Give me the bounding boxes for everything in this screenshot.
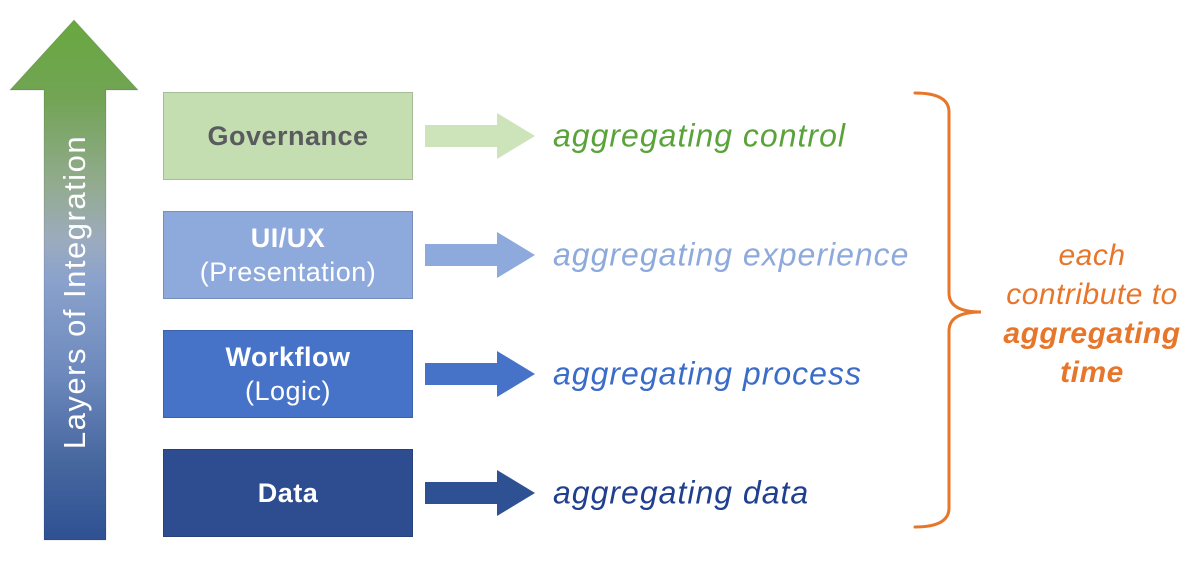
layer-row-governance: Governance aggregating control [0, 92, 1200, 180]
layer-row-data: Data aggregating data [0, 449, 1200, 537]
layer-row-workflow: Workflow (Logic) aggregating process [0, 330, 1200, 418]
layer-box-workflow: Workflow (Logic) [163, 330, 413, 418]
layer-title: Governance [207, 121, 369, 151]
layer-label-workflow: aggregating process [553, 355, 862, 392]
layer-box-uiux: UI/UX (Presentation) [163, 211, 413, 299]
layer-title: Data [257, 478, 319, 508]
layer-title: Workflow [225, 342, 351, 372]
layer-subtitle: (Presentation) [199, 257, 377, 287]
right-arrow-icon [425, 470, 535, 516]
curly-brace [913, 91, 982, 529]
layer-row-uiux: UI/UX (Presentation) aggregating experie… [0, 211, 1200, 299]
layer-label-governance: aggregating control [553, 117, 846, 154]
annotation-line: contribute to [1006, 278, 1178, 311]
layer-label-data: aggregating data [553, 474, 810, 511]
layer-subtitle: (Logic) [244, 376, 332, 406]
annotation-line: aggregating [1003, 317, 1181, 350]
right-arrow-icon [425, 232, 535, 278]
right-arrow-icon [425, 113, 535, 159]
annotation-text: each contribute to aggregating time [980, 236, 1200, 392]
layer-box-governance: Governance [163, 92, 413, 180]
annotation-line: each [1058, 239, 1126, 272]
layer-title: UI/UX [250, 223, 326, 253]
annotation-line: time [1060, 356, 1124, 389]
vertical-gradient-arrow [8, 19, 140, 541]
right-arrow-icon [425, 351, 535, 397]
layer-label-uiux: aggregating experience [553, 236, 910, 273]
layer-box-data: Data [163, 449, 413, 537]
